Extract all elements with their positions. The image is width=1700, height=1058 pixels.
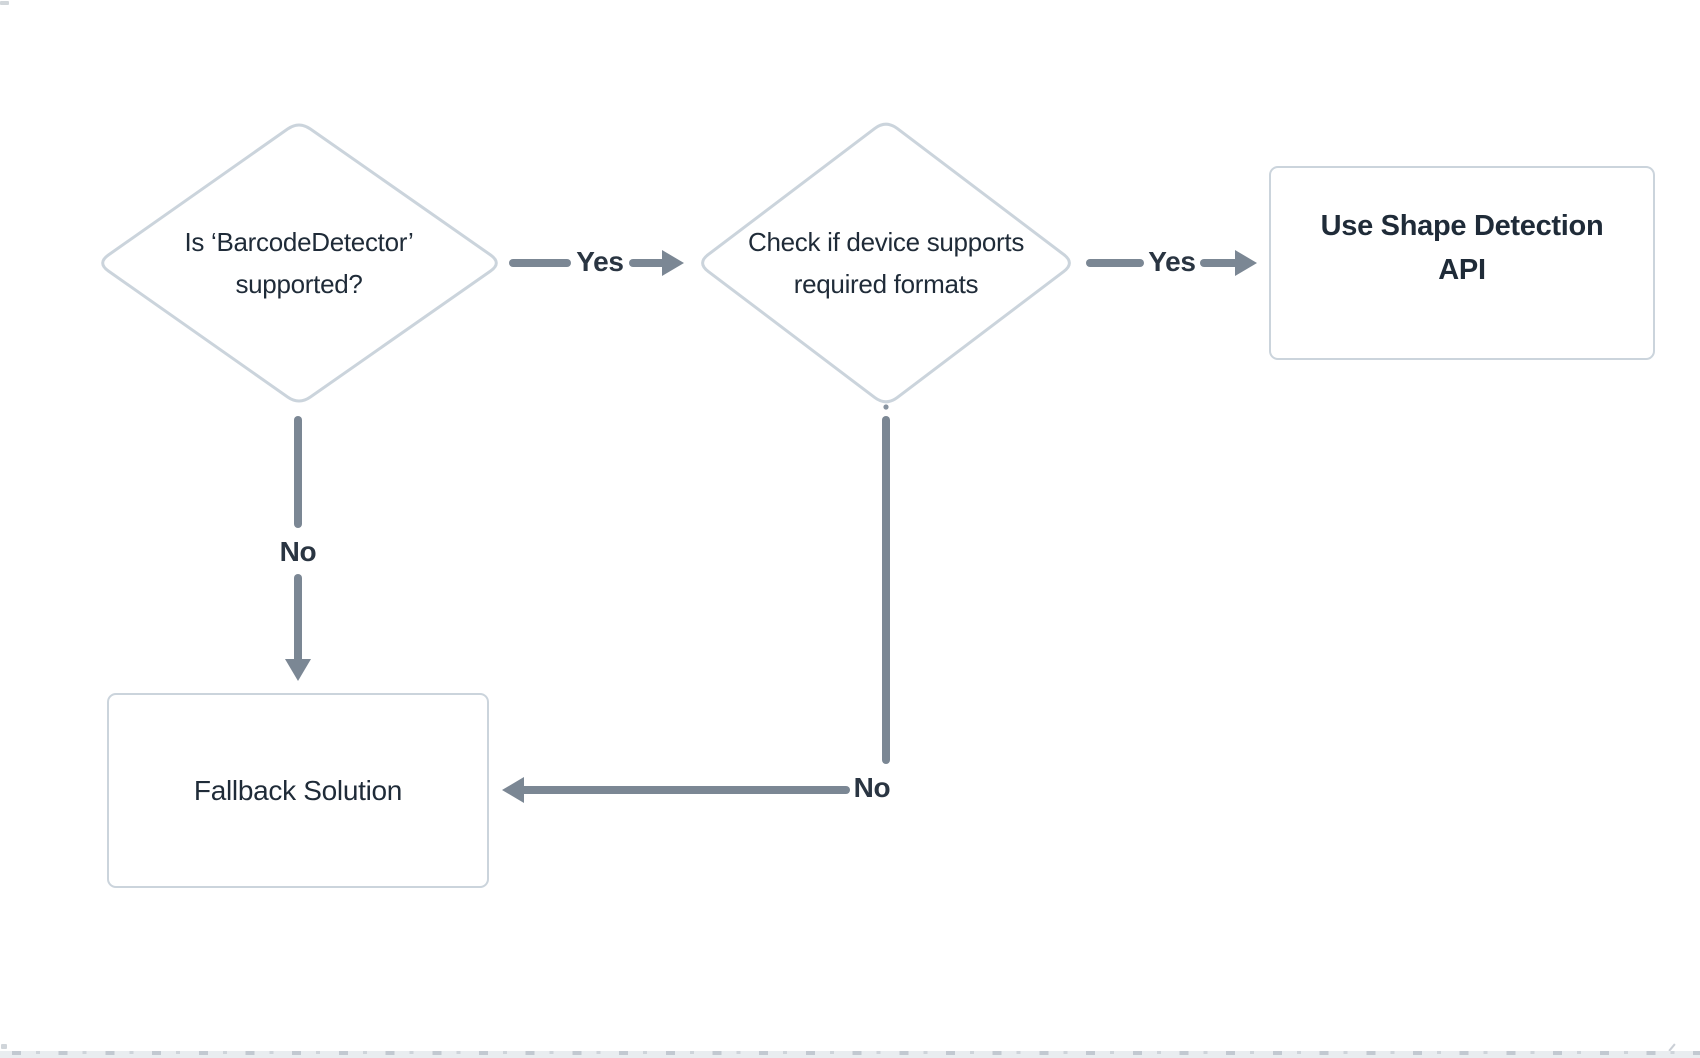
edge-yes2-arrowhead-icon (1235, 250, 1257, 276)
edge-no1-arrowhead-icon (285, 659, 311, 681)
edge-label-yes2: Yes (1148, 246, 1196, 277)
bottom-left-artifact (1, 1044, 7, 1049)
decision1-label: Is ‘BarcodeDetector’ supported? (184, 221, 413, 305)
bottom-ruler-strip (0, 1051, 1700, 1058)
decision1-label-line2: supported? (235, 269, 363, 299)
edge-label-no2: No (853, 772, 891, 803)
process-box-use-api-label: Use Shape Detection API (1320, 210, 1604, 286)
decision-diamond-barcodedetector (101, 123, 498, 403)
edge-no2-arrowhead-icon (502, 777, 524, 803)
process-box-use-shape-detection-api: Use Shape Detection API (1269, 166, 1655, 360)
decision2-label-line1: Check if device supports (747, 227, 1025, 257)
decision2-label-line2: required formats (793, 269, 979, 299)
edge-label-yes1: Yes (576, 246, 624, 277)
edge-yes1-arrowhead-icon (662, 250, 684, 276)
top-left-artifact (0, 1, 9, 5)
edge-label-no1: No (279, 536, 317, 567)
decision1-label-line1: Is ‘BarcodeDetector’ (184, 227, 414, 257)
process-box-fallback-solution: Fallback Solution (107, 693, 489, 888)
decision2-label: Check if device supports required format… (748, 221, 1024, 305)
decision-diamond-formats (701, 122, 1071, 404)
diamond-tip-dot (883, 404, 889, 410)
process-box-fallback-label: Fallback Solution (193, 774, 403, 806)
